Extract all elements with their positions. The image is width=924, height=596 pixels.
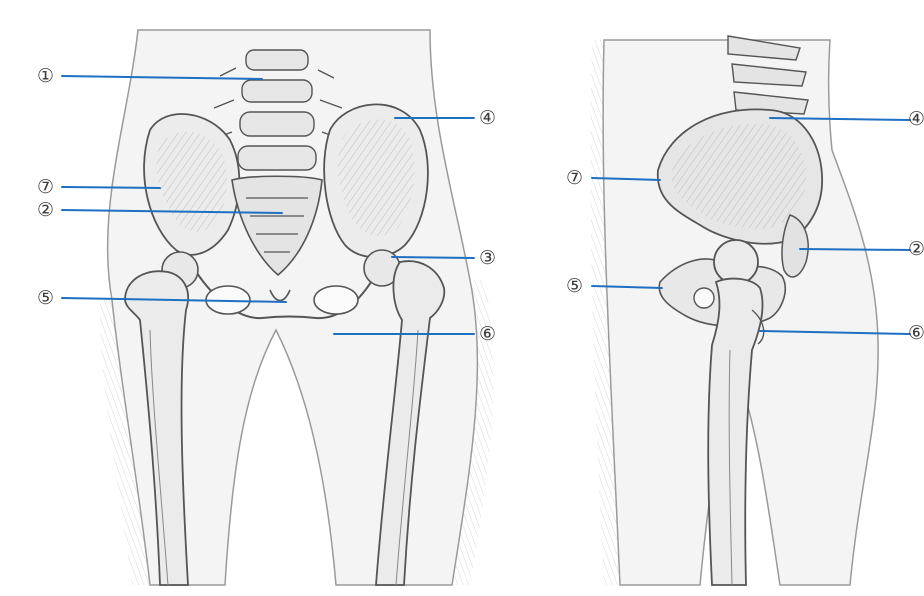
label-front-7: ⑦ (37, 176, 54, 198)
label-front-1: ① (37, 65, 54, 87)
leader-front-3 (392, 257, 474, 258)
side-spine (728, 36, 808, 114)
label-side-2: ② (908, 238, 924, 260)
leader-side-2 (800, 249, 910, 250)
label-side-5: ⑤ (566, 275, 583, 297)
front-view (100, 30, 494, 585)
label-front-2: ② (37, 199, 54, 221)
label-front-6: ⑥ (479, 323, 496, 345)
label-front-3: ③ (479, 247, 496, 269)
leader-front-7 (62, 187, 160, 188)
label-side-7: ⑦ (566, 167, 583, 189)
side-femoral-head (714, 240, 758, 284)
label-side-4: ④ (908, 108, 924, 130)
label-front-4: ④ (479, 107, 496, 129)
label-front-5: ⑤ (37, 287, 54, 309)
label-side-6: ⑥ (908, 322, 924, 344)
